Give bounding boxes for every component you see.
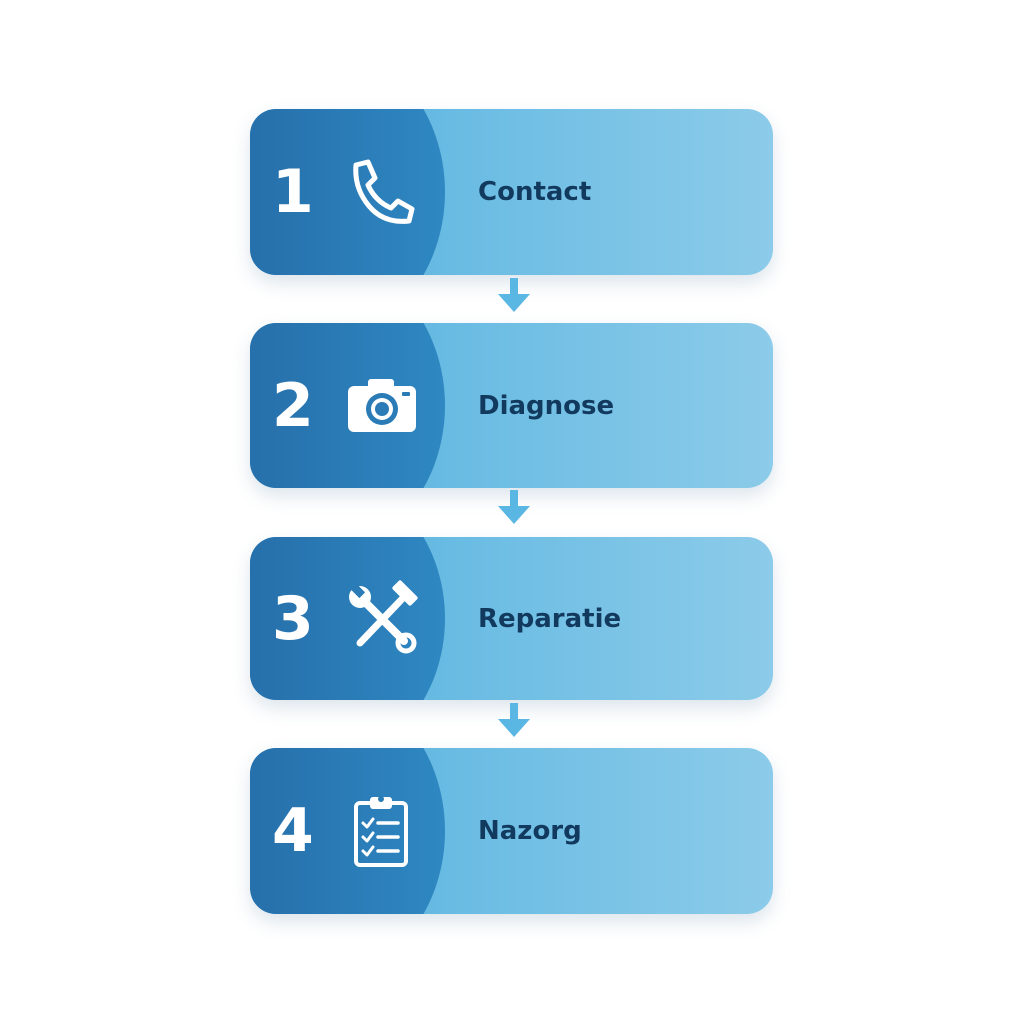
step-badge <box>250 748 445 914</box>
step-number: 1 <box>272 157 314 227</box>
arrow-down-icon <box>496 278 532 314</box>
step-badge <box>250 109 445 275</box>
camera-icon <box>342 366 422 446</box>
phone-icon <box>342 152 422 232</box>
step-number: 4 <box>272 796 314 866</box>
step-label: Contact <box>478 177 592 207</box>
step-label: Diagnose <box>478 390 615 421</box>
step-label: Nazorg <box>478 816 582 846</box>
step-card-1: 1 Contact <box>250 109 773 275</box>
step-card-4: 4 Nazorg <box>250 748 773 914</box>
step-number: 3 <box>272 583 314 654</box>
step-label: Reparatie <box>478 603 622 634</box>
step-number: 2 <box>272 370 314 441</box>
arrow-down-icon <box>496 490 532 526</box>
tools-icon <box>342 579 422 659</box>
arrow-down-icon <box>496 703 532 739</box>
step-card-2: 2 Diagnose <box>250 323 773 488</box>
step-card-3: 3 Reparatie <box>250 537 773 700</box>
clipboard-checklist-icon <box>342 791 422 871</box>
step-badge <box>250 537 445 700</box>
